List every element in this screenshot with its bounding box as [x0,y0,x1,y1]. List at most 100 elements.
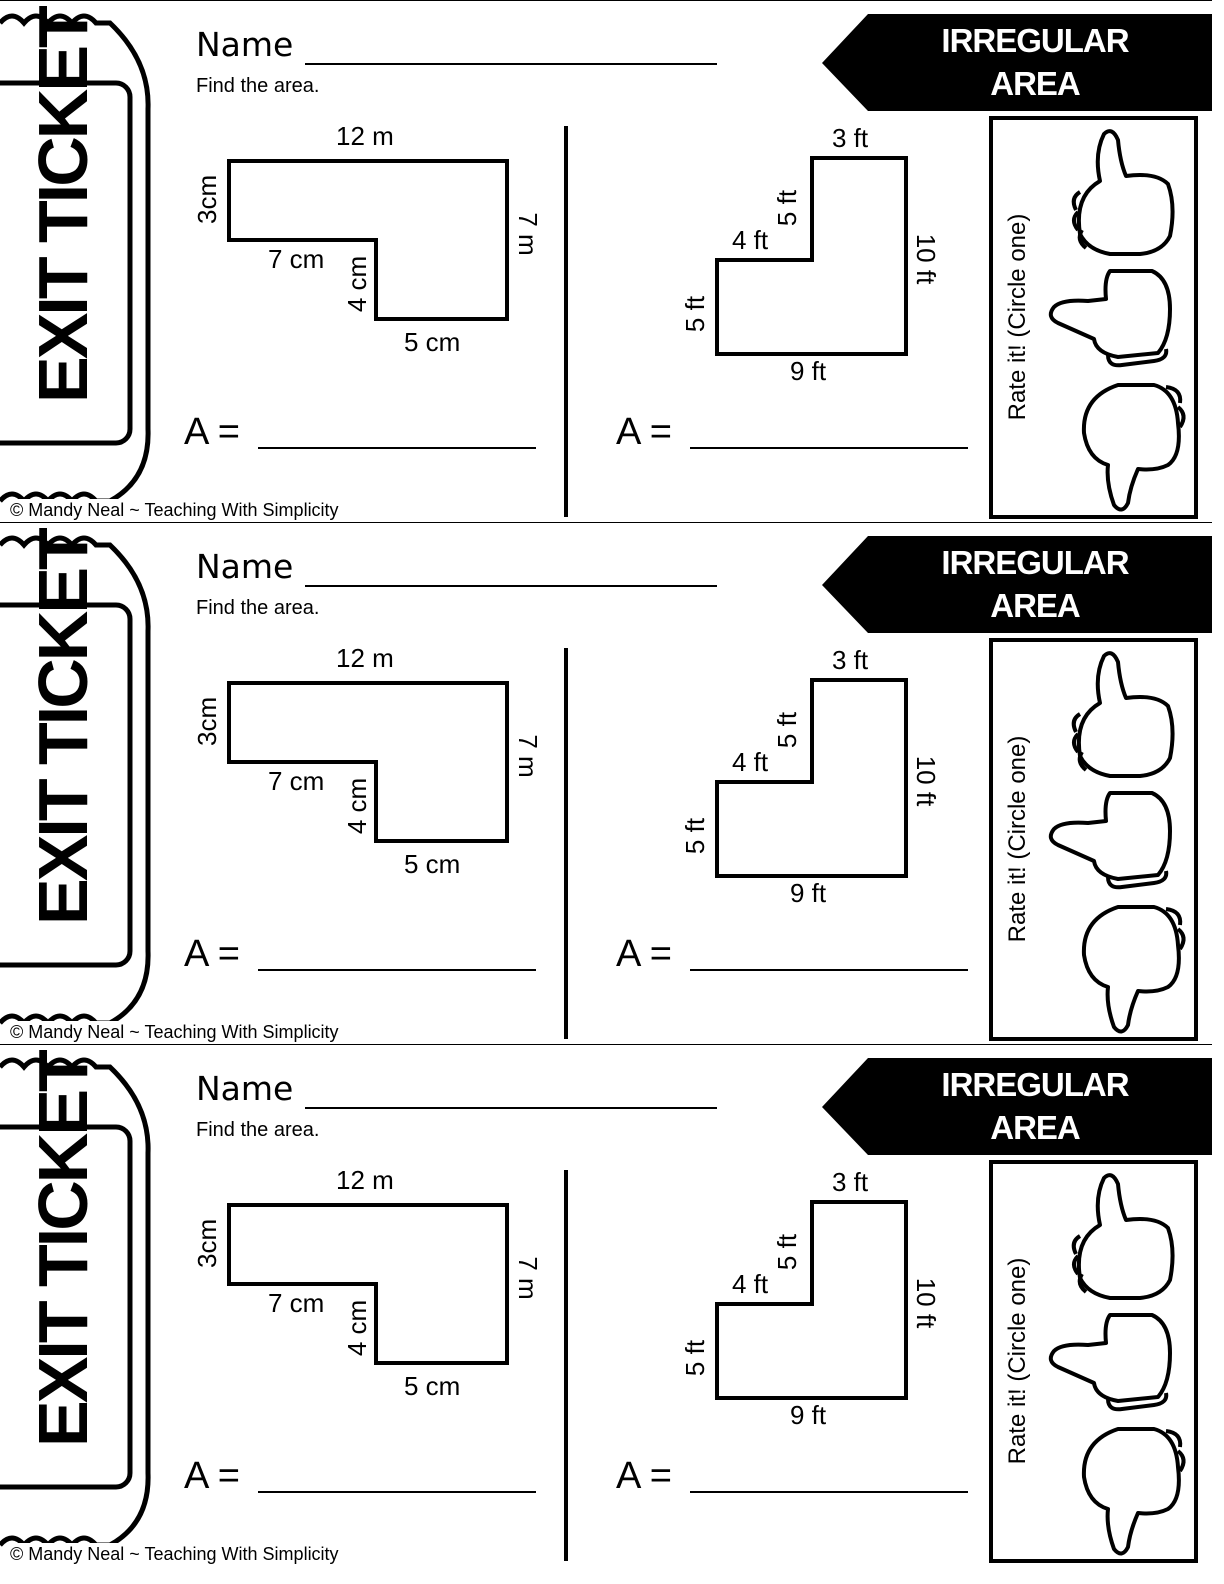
shape2-upper-vertical-label: 5 ft [772,189,802,227]
ticket-art [0,1057,1212,1563]
shape2-step-label: 4 ft [732,1269,769,1299]
shape2-upper-vertical-label: 5 ft [772,1233,802,1271]
shape2-right-label: 10 ft [911,1277,941,1329]
shape2-step-label: 4 ft [732,747,769,777]
ticket-art [0,535,1212,1041]
shape1-left-label: 3cm [192,696,222,746]
shape2-right-label: 10 ft [911,755,941,807]
ticket-title: EXIT TICKET [24,8,102,403]
answer1-label: A = [184,933,240,975]
name-input-line[interactable] [305,585,717,587]
ticket-title: EXIT TICKET [24,530,102,925]
instruction-text: Find the area. [196,75,320,97]
topic-banner [822,536,1212,633]
answer2-input-line[interactable] [690,447,968,449]
shape2-bottom-label: 9 ft [790,878,827,908]
name-input-line[interactable] [305,63,717,65]
shape1-bottom-label: 5 cm [404,1371,461,1401]
topic-title-line1: IRREGULAR [941,544,1129,581]
exit-ticket-2: EXIT TICKET Name Find the area. IRREGULA… [0,522,1212,1044]
exit-ticket-3: EXIT TICKET Name Find the area. IRREGULA… [0,1044,1212,1566]
thumbs-sideways-icon [1048,791,1172,890]
answer2-input-line[interactable] [690,969,968,971]
ticket-stub-inner-frame [0,602,133,968]
shape1-outline [227,681,509,843]
ticket-stub-border [0,1057,151,1549]
thumbs-down-icon [1081,383,1186,512]
rate-it-label: Rate it! (Circle one) [1004,213,1031,421]
rating-box [989,1160,1198,1563]
shape1-bottom-label: 5 cm [404,327,461,357]
thumbs-down-icon [1081,905,1186,1034]
shape2-left-label: 5 ft [680,1339,710,1377]
shape1-outline [227,1203,509,1365]
topic-title-line1: IRREGULAR [941,22,1129,59]
shape1-bottom-label: 5 cm [404,849,461,879]
rating-box [989,638,1198,1041]
shape1-left-label: 3cm [192,174,222,224]
name-label: Name [196,1069,294,1108]
shape2-bottom-label: 9 ft [790,356,827,386]
answer1-input-line[interactable] [258,1491,536,1493]
shape2-right-label: 10 ft [911,233,941,285]
topic-title-line2: AREA [990,65,1081,102]
name-input-line[interactable] [305,1107,717,1109]
topic-banner [822,14,1212,111]
shape2-left-label: 5 ft [680,295,710,333]
topic-banner [822,1058,1212,1155]
shape2-top-label: 3 ft [832,645,869,675]
shape2-left-label: 5 ft [680,817,710,855]
shape1-top-label: 12 m [336,643,394,673]
shape1-right-label: 7 m [513,212,543,256]
ticket-art [0,13,1212,519]
answer2-label: A = [616,933,672,975]
shape1-inner-horizontal-label: 7 cm [268,244,325,274]
thumbs-sideways-icon [1048,1313,1172,1412]
thumbs-up-icon [1071,651,1175,778]
shape1-inner-horizontal-label: 7 cm [268,766,325,796]
name-label: Name [196,547,294,586]
shape1-right-label: 7 m [513,734,543,778]
shape2-outline [715,1200,908,1400]
ticket-stub-border [0,535,151,1027]
topic-title-line2: AREA [990,587,1081,624]
shape1-inner-vertical-label: 4 cm [342,1299,372,1357]
rate-it-label: Rate it! (Circle one) [1004,735,1031,943]
shape1-inner-vertical-label: 4 cm [342,255,372,313]
shape1-inner-vertical-label: 4 cm [342,777,372,835]
answer1-label: A = [184,411,240,453]
ticket-stub-inner-frame [0,1124,133,1490]
shape1-inner-horizontal-label: 7 cm [268,1288,325,1318]
rate-it-label: Rate it! (Circle one) [1004,1257,1031,1465]
instruction-text: Find the area. [196,597,320,619]
rating-box [989,116,1198,519]
shape2-bottom-label: 9 ft [790,1400,827,1430]
ticket-title: EXIT TICKET [24,1052,102,1447]
shape2-top-label: 3 ft [832,1167,869,1197]
ticket-stub-border [0,13,151,505]
shape1-left-label: 3cm [192,1218,222,1268]
instruction-text: Find the area. [196,1119,320,1141]
copyright-credit: © Mandy Neal ~ Teaching With Simplicity [10,1021,343,1043]
topic-title-line1: IRREGULAR [941,1066,1129,1103]
shape2-outline [715,678,908,878]
topic-title-line2: AREA [990,1109,1081,1146]
answer2-label: A = [616,1455,672,1497]
thumbs-up-icon [1071,1173,1175,1300]
name-label: Name [196,25,294,64]
copyright-credit: © Mandy Neal ~ Teaching With Simplicity [10,499,343,521]
shape2-upper-vertical-label: 5 ft [772,711,802,749]
shape2-top-label: 3 ft [832,123,869,153]
shape2-step-label: 4 ft [732,225,769,255]
exit-ticket-1: EXIT TICKET Name Find the area. IRREGULA… [0,0,1212,522]
shape1-right-label: 7 m [513,1256,543,1300]
thumbs-sideways-icon [1048,269,1172,368]
ticket-stub-inner-frame [0,80,133,446]
shape2-outline [715,156,908,356]
answer2-input-line[interactable] [690,1491,968,1493]
answer1-input-line[interactable] [258,447,536,449]
shape1-outline [227,159,509,321]
answer1-input-line[interactable] [258,969,536,971]
shape1-top-label: 12 m [336,1165,394,1195]
